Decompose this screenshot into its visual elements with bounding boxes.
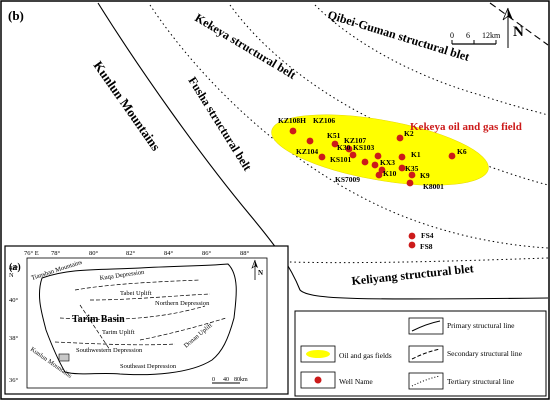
well-dot-k30 [349,151,357,159]
well-dot-k51 [331,140,339,148]
inset-lat-tick: 36° [9,377,19,384]
inset-frame [4,245,289,395]
inset-scale-tick-0: 0 [212,377,215,383]
well-dot-k8001 [406,179,414,187]
secondary-line-qibei [489,2,549,46]
well-label-kz106: KZ106 [313,116,335,125]
well-label-k10: K10 [383,169,397,178]
main-scale-bar: 0 6 12km [450,31,501,45]
legend-secondary-swatch [411,348,441,360]
legend-frame [294,310,547,397]
well-dot-ks103 [374,152,382,160]
well-label-fs4: FS4 [421,231,434,240]
study-area-marker [58,353,70,362]
well-label-fs8: FS8 [420,242,433,251]
well-dot-fs4 [408,232,416,240]
legend: Oil and gas fields Well Name Primary str… [294,310,547,397]
north-label: N [513,24,524,40]
inset-lon-tick: 76° E [24,250,39,257]
kekeya-oil-gas-field [271,114,489,186]
well-dot-k6 [448,152,456,160]
well-dot-kz108h [289,127,297,135]
legend-primary-swatch [411,320,441,332]
scale-tick-1: 6 [466,31,470,40]
legend-well-label: Well Name [339,377,373,386]
well-label-kz107: KZ107 [344,136,366,145]
well-dot-k35 [398,164,406,172]
inset-lon-tick: 84° [164,250,174,257]
legend-oil-gas-label: Oil and gas fields [339,351,392,360]
well-label-kx3: KX3 [380,158,395,167]
inset-lon-tick: 80° [89,250,99,257]
legend-oil-gas-swatch [306,350,330,358]
well-dot-fs8 [408,241,416,249]
inset-north-label: N [258,269,263,277]
panel-b-label: (b) [8,8,24,23]
inset-northern-label: Northern Depression [155,300,210,307]
well-dot-kz107 [345,145,353,153]
inset-tarim-uplift-label: Tarim Uplift [102,329,135,336]
inset-scale-tick-2: 80km [234,377,248,383]
well-dot-kz106 [306,137,314,145]
inset-lon-tick: 78° [51,250,61,257]
well-label-ks103: KS103 [353,143,375,152]
inset-lat-tick: 40° [9,297,19,304]
legend-tertiary-label: Tertiary structural line [447,377,515,386]
panel-a-label: (a) [9,262,21,273]
tertiary-structural-lines [149,4,549,264]
legend-tertiary-swatch [411,375,441,387]
legend-primary-label: Primary structural line [447,321,515,330]
kekeya-field-label: Kekeya oil and gas field [410,121,522,133]
inset-scale-bar: 0 40 80km [212,377,248,384]
well-dot-ks7009 [375,171,383,179]
well-label-k35: K35 [405,164,419,173]
well-label-k51: K51 [327,131,341,140]
well-dot-kz104 [318,153,326,161]
inset-lat-tick: N [9,272,14,279]
well-label-k2: K2 [404,129,414,138]
well-label-kz108h: KZ108H [278,116,306,125]
well-dot-k1 [398,153,406,161]
tertiary-line-4 [244,257,549,264]
inset-lon-tick: 86° [202,250,212,257]
inset-lat-tick: 42° [9,265,19,272]
inset-north-arrow: N [251,259,263,280]
tarim-basin-outline [39,263,237,376]
well-dot-ks101 [361,158,369,166]
scale-tick-2: 12km [482,31,501,40]
well-label-kz104: KZ104 [296,147,318,156]
well-label-k30: K30 [337,143,351,152]
inset-scale-tick-1: 40 [223,377,229,383]
legend-secondary-label: Secondary structural line [447,349,523,358]
secondary-structural-lines [489,2,549,46]
inset-plot-area [26,257,268,389]
well-dot-k10 [378,166,386,174]
well-dot-k2 [396,134,404,142]
inset-tarim-basin-label: Tarim Basin [72,314,125,325]
inset-lat-tick: 38° [9,335,19,342]
inset-lon-tick: 82° [126,250,136,257]
legend-well-swatch [314,376,322,384]
well-label-k8001: K8001 [423,182,444,191]
inset-southwestern-label: Southwestern Depression [76,347,143,354]
inset-southeast-label: Southeast Depression [120,363,177,370]
well-label-k9: K9 [420,171,430,180]
inset-tabei-label: Tabei Uplift [120,290,152,297]
well-label-ks101: KS101 [330,155,352,164]
scale-tick-0: 0 [450,31,454,40]
inset-lon-tick: 88° [240,250,250,257]
well-label-k1: K1 [411,150,421,159]
well-dot-k9 [408,171,416,179]
north-arrow: N [502,7,524,48]
tertiary-line-3 [314,4,549,116]
well-label-k6: K6 [457,147,467,156]
well-dot-kx3 [371,161,379,169]
tertiary-line-1 [149,4,549,249]
well-label-ks7009: KS7009 [335,175,360,184]
